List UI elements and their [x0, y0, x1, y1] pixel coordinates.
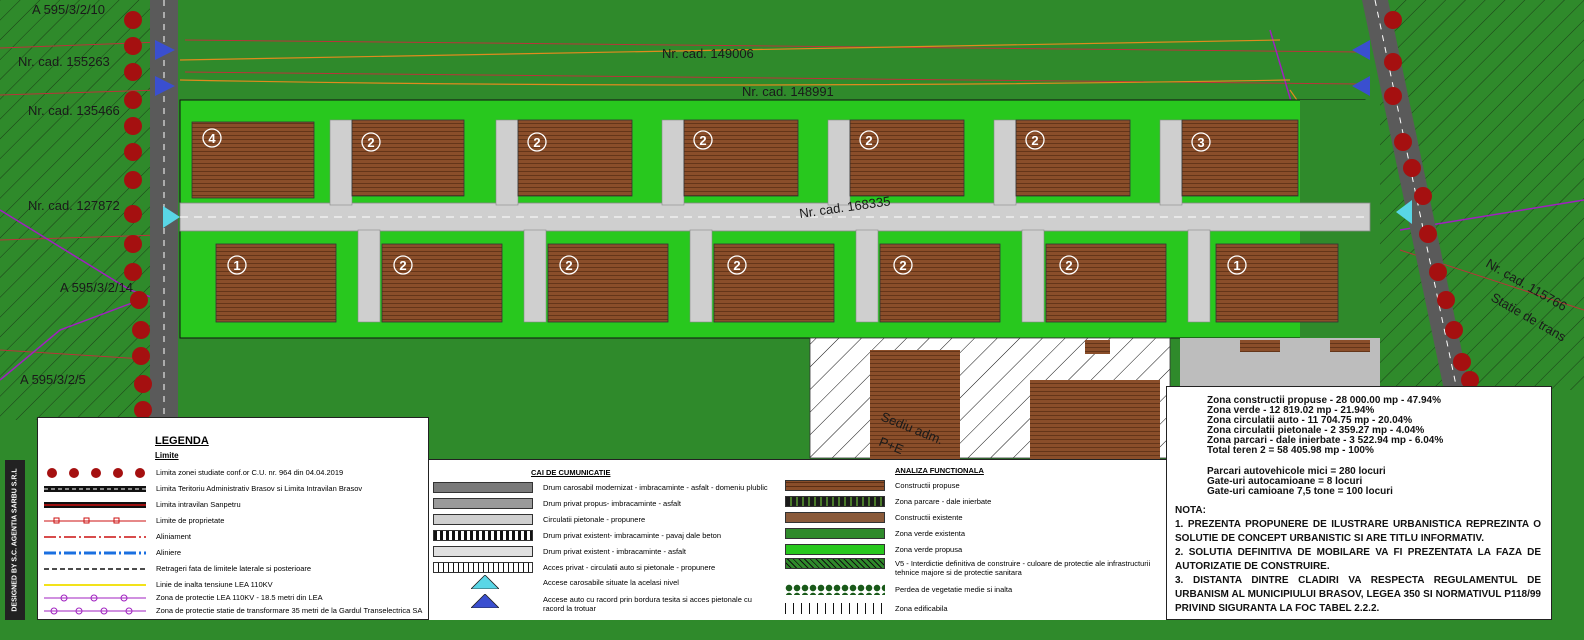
existing-building-admin: [870, 350, 960, 460]
existing-building: [1030, 380, 1160, 460]
stat-line: Zona verde - 12 819.02 mp - 21.94%: [1207, 405, 1375, 416]
building-number: 3: [1197, 135, 1204, 150]
stat-line: Zona parcari - dale inierbate - 3 522.94…: [1207, 435, 1444, 446]
legend-title: LEGENDA: [155, 435, 209, 447]
cadastral-label: A 595/3/2/5: [20, 372, 86, 387]
vegetation-curtain: [124, 11, 1479, 419]
designer-stamp: DESIGNED BY S.C. AGENTIA SARBU S.R.L: [5, 460, 25, 620]
stat-line: Zona circulatii pietonale - 2 359.27 mp …: [1207, 425, 1425, 436]
access-markers: [155, 40, 1412, 228]
building-number: 4: [208, 131, 216, 146]
parking-line: Parcari autovehicole mici = 280 locuri: [1207, 466, 1386, 477]
communications-header: CAI DE CUMUNICATIE: [531, 468, 611, 477]
existing-small-buildings: [1085, 340, 1370, 354]
building-number: 1: [233, 258, 240, 273]
building-number: 2: [733, 258, 740, 273]
building-number: 2: [399, 258, 406, 273]
legend-continuation: CAI DE CUMUNICATIE Drum carosabil modern…: [429, 459, 1172, 620]
building-number: 2: [565, 258, 572, 273]
building-number: 2: [699, 133, 706, 148]
cadastral-label: A 595/3/2/10: [32, 2, 105, 17]
legend-panel: LEGENDA Limite Limita zonei studiate con…: [37, 417, 429, 620]
functional-header: ANALIZA FUNCTIONALA: [895, 466, 984, 475]
secondary-roads: [329, 119, 1211, 323]
stat-line: Total teren 2 = 58 405.98 mp - 100%: [1207, 445, 1374, 456]
building-number: 2: [899, 258, 906, 273]
statistics-panel: Zona constructii propuse - 28 000.00 mp …: [1166, 386, 1552, 620]
building-number: 2: [865, 133, 872, 148]
building-number: 1: [1233, 258, 1240, 273]
building-number: 2: [367, 135, 374, 150]
notes-title: NOTA:: [1175, 505, 1206, 516]
legend-limits-header: Limite: [155, 451, 179, 460]
cadastral-label: Nr. cad. 127872: [28, 198, 120, 213]
cadastral-label: Nr. cad. 155263: [18, 54, 110, 69]
building-number-circles: [202, 128, 1247, 275]
note-item: 2. SOLUTIA DEFINITIVA DE MOBILARE VA FI …: [1175, 547, 1541, 572]
stat-line: Zona circulatii auto - 11 704.75 mp - 20…: [1207, 415, 1413, 426]
parking-line: Gate-uri autocamioane = 8 locuri: [1207, 476, 1363, 487]
building-number: 2: [1031, 133, 1038, 148]
cadastral-label: Nr. cad. 149006: [662, 46, 754, 61]
note-item: 1. PREZENTA PROPUNERE DE ILUSTRARE URBAN…: [1175, 519, 1541, 544]
proposed-buildings-top: [191, 119, 1299, 199]
cadastral-label: Nr. cad. 148991: [742, 84, 834, 99]
parking-line: Gate-uri camioane 7,5 tone = 100 locuri: [1207, 486, 1393, 497]
stat-line: Zona constructii propuse - 28 000.00 mp …: [1207, 395, 1441, 406]
building-number: 2: [1065, 258, 1072, 273]
cadastral-label: Nr. cad. 135466: [28, 103, 120, 118]
building-number: 2: [533, 135, 540, 150]
cadastral-label: A 595/3/2/14: [60, 280, 133, 295]
note-item: 3. DISTANTA DINTRE CLADIRI VA RESPECTA R…: [1175, 575, 1541, 614]
